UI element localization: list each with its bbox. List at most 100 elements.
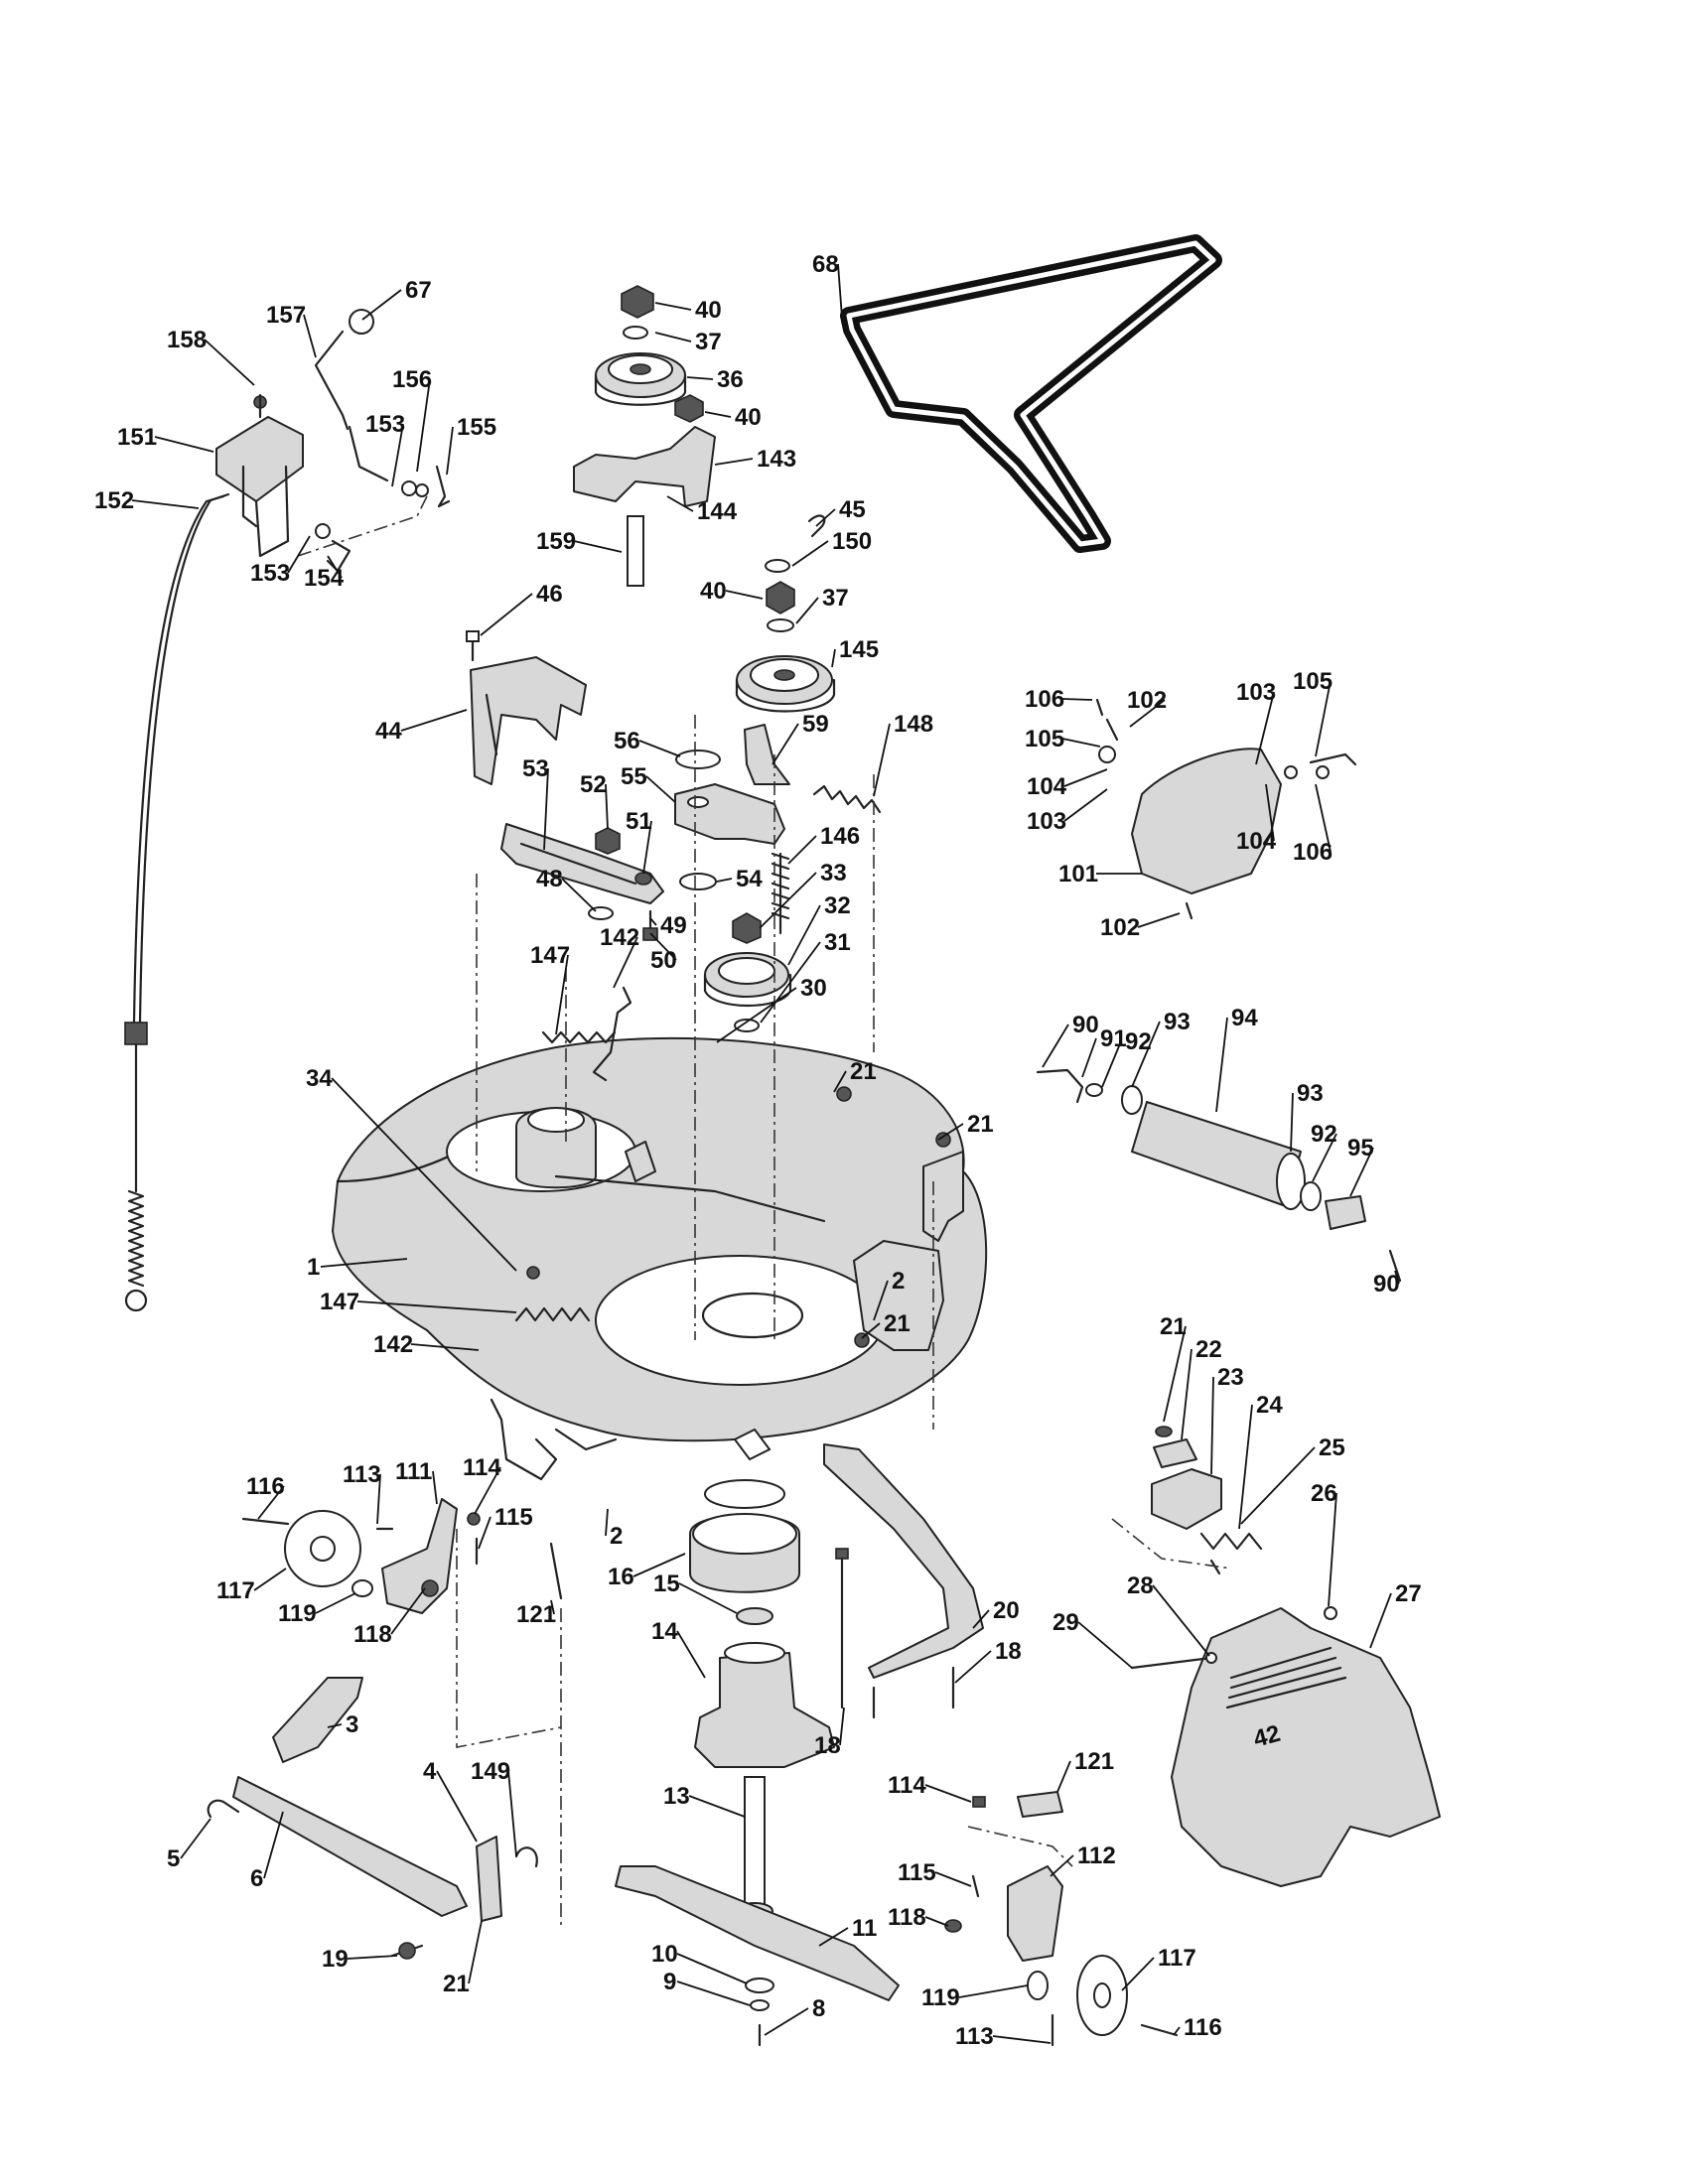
deck-springs-and-arms [490, 986, 951, 1481]
callout-leader [1063, 788, 1108, 822]
callout-c103b: 103 [1027, 808, 1066, 835]
callout-leader [347, 1955, 398, 1960]
callout-leader [772, 723, 799, 765]
callout-c68: 68 [812, 251, 839, 278]
callout-leader [1101, 1040, 1122, 1088]
callout-leader [446, 426, 454, 476]
callout-leader [649, 917, 657, 926]
callout-c142b: 142 [373, 1331, 413, 1358]
callout-leader [764, 2007, 809, 2036]
callout-leader [1210, 1376, 1214, 1475]
callout-leader [1215, 1017, 1228, 1113]
callout-leader [1349, 1147, 1374, 1197]
callout-leader [934, 1871, 972, 1887]
idler-pulley-assembly-center [735, 514, 836, 713]
gauge-wheel-assembly-left [241, 1498, 563, 1614]
callout-c148: 148 [894, 711, 933, 738]
callout-c37b: 37 [822, 585, 849, 612]
callout-leader [1121, 1957, 1155, 1991]
callout-c32: 32 [824, 892, 851, 919]
callout-c2a: 2 [892, 1268, 905, 1295]
callout-c14: 14 [651, 1618, 678, 1645]
callout-c11: 11 [852, 1915, 877, 1942]
callout-leader [654, 332, 692, 342]
callout-leader [716, 878, 733, 883]
idler-pulley-assembly-top [573, 285, 716, 588]
callout-c26: 26 [1311, 1480, 1337, 1507]
callout-c51: 51 [626, 808, 652, 835]
callout-c48: 48 [536, 866, 563, 892]
callout-c114b: 114 [888, 1772, 926, 1799]
callout-c93a: 93 [1164, 1009, 1191, 1035]
callout-c158: 158 [167, 327, 207, 353]
callout-c54: 54 [736, 866, 763, 892]
callout-c106b: 106 [1293, 839, 1333, 866]
callout-leader [1240, 1446, 1316, 1525]
callout-leader [1312, 1133, 1337, 1182]
callout-leader [642, 820, 652, 875]
callout-leader [356, 1300, 517, 1313]
callout-c90b: 90 [1373, 1271, 1400, 1297]
callout-c112: 112 [1077, 1843, 1116, 1869]
callout-leader [958, 1984, 1029, 1998]
idler-arm-assembly [674, 724, 882, 935]
callout-leader [678, 1582, 738, 1614]
callout-leader [676, 1953, 748, 1984]
callout-c28: 28 [1127, 1572, 1154, 1599]
callout-leader [474, 1466, 501, 1515]
callout-c27: 27 [1395, 1580, 1422, 1607]
callout-c29: 29 [1052, 1609, 1079, 1636]
callout-c25: 25 [1319, 1434, 1345, 1461]
callout-leader [1131, 1021, 1161, 1088]
callout-c21e: 21 [443, 1971, 470, 1997]
callout-leader [1315, 783, 1332, 853]
callout-c115a: 115 [494, 1504, 533, 1531]
callout-leader [263, 1811, 284, 1879]
callout-c102b: 102 [1100, 914, 1140, 941]
callout-leader [1081, 1037, 1097, 1078]
callout-leader [686, 376, 714, 380]
callout-leader [1290, 1092, 1294, 1153]
callout-c9: 9 [663, 1969, 676, 1995]
callout-leader [873, 723, 891, 797]
callout-leader [1152, 1584, 1210, 1657]
gauge-wheel-assembly-right [944, 1791, 1179, 2047]
callout-leader [550, 1599, 555, 1615]
callout-c121a: 121 [516, 1601, 556, 1628]
callout-leader [1394, 1270, 1400, 1285]
callout-leader [839, 1706, 845, 1746]
stabilizer-arm-20 [823, 1443, 984, 1719]
callout-c40a: 40 [695, 297, 722, 324]
callout-c34: 34 [306, 1065, 333, 1092]
callout-leader [1137, 912, 1181, 928]
callout-c20: 20 [993, 1597, 1020, 1624]
callout-leader [1315, 680, 1332, 757]
callout-leader [480, 593, 533, 636]
callout-c93b: 93 [1297, 1080, 1324, 1107]
callout-c40c: 40 [700, 578, 727, 605]
callout-c113b: 113 [955, 2023, 994, 2050]
callout-c151: 151 [117, 424, 157, 451]
callout-c4: 4 [423, 1758, 437, 1785]
belt-guard-44 [466, 630, 587, 785]
callout-leader [831, 648, 836, 668]
callout-c10: 10 [651, 1941, 678, 1968]
callout-c21d: 21 [1160, 1313, 1187, 1340]
callout-leader [327, 1723, 343, 1728]
callout-leader [376, 1473, 381, 1525]
callout-leader [436, 1770, 478, 1843]
callout-c92b: 92 [1311, 1121, 1337, 1148]
callout-c118b: 118 [888, 1904, 926, 1931]
callout-leader [361, 289, 402, 321]
callout-c117a: 117 [216, 1577, 255, 1604]
callout-leader [468, 1920, 483, 1984]
callout-c40b: 40 [735, 404, 762, 431]
callout-c157: 157 [266, 302, 306, 329]
callout-leader [180, 1818, 211, 1859]
callout-leader [1181, 1348, 1193, 1440]
callout-leader [937, 1123, 964, 1141]
callout-leader [416, 378, 431, 473]
callout-c91: 91 [1100, 1025, 1127, 1052]
callout-c49: 49 [660, 912, 687, 939]
